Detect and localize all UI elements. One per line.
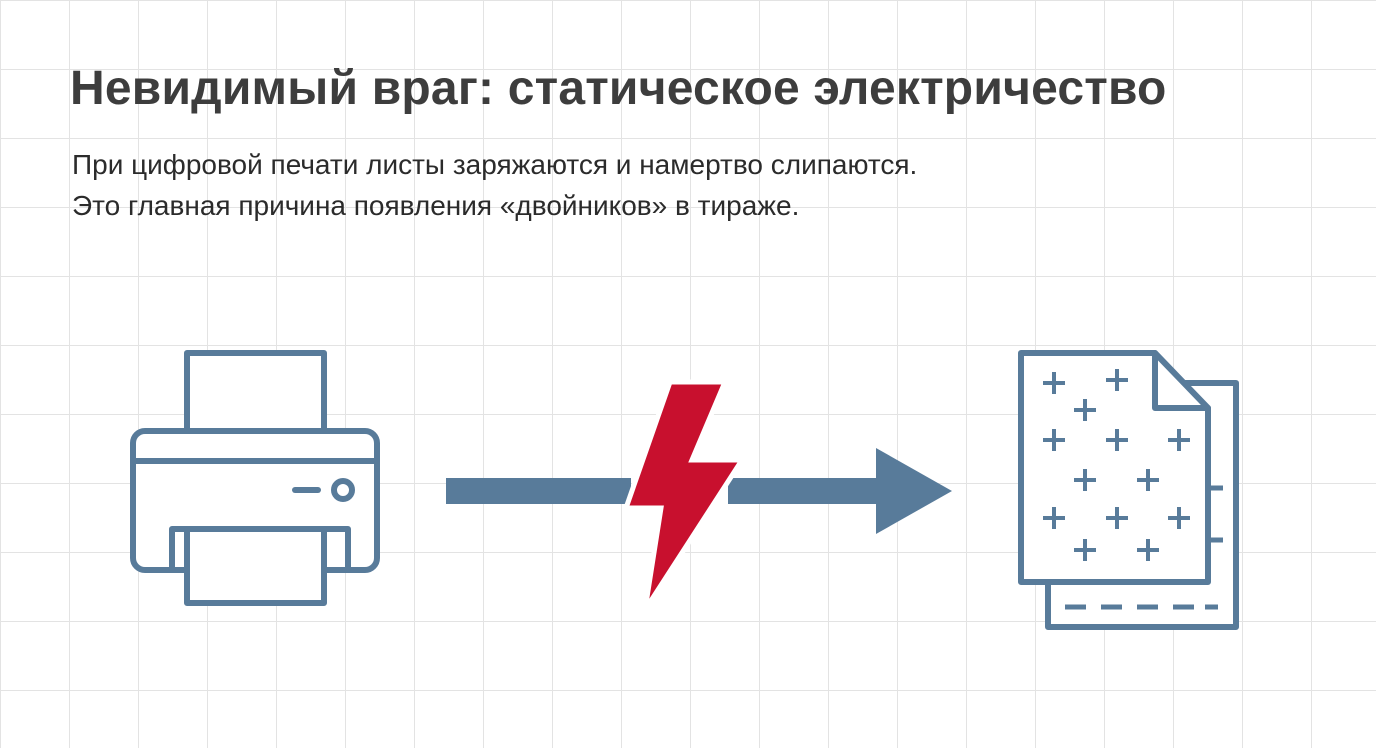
- subtitle-line-1: При цифровой печати листы заряжаются и н…: [72, 149, 918, 180]
- lightning-bolt-icon: [622, 379, 747, 612]
- subtitle-line-2: Это главная причина появления «двойников…: [72, 190, 800, 221]
- page-title: Невидимый враг: статическое электричеств…: [70, 62, 1167, 115]
- charged-stuck-sheets-icon: [1018, 350, 1239, 630]
- charge-plus-signs: [1043, 369, 1190, 561]
- arrow-right-icon: [446, 448, 952, 534]
- printer-icon: [130, 350, 380, 606]
- page-subtitle: При цифровой печати листы заряжаются и н…: [72, 144, 917, 226]
